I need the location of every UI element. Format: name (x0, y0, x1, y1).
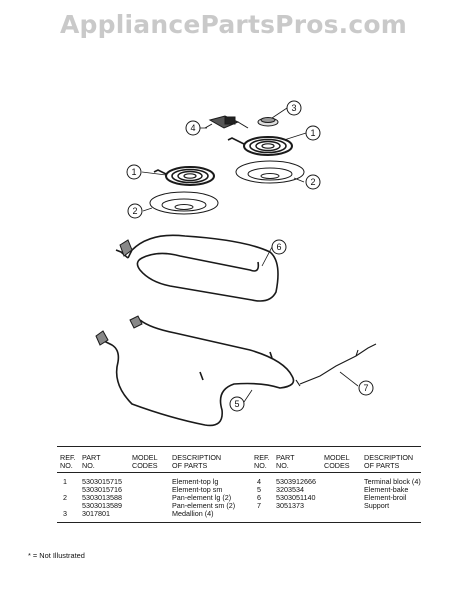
row-ref: 2 (63, 493, 67, 502)
header-partno-left: NO. (82, 461, 95, 470)
header-no-left: NO. (60, 461, 73, 470)
header-part-left: PART (82, 453, 101, 462)
watermark-text: AppliancePartsPros.com (59, 10, 408, 39)
row-description: Pan-element sm (2) (172, 501, 236, 510)
header-ofparts-right: OF PARTS (364, 461, 400, 470)
header-no-right: NO. (254, 461, 267, 470)
callout-5: 5 (234, 399, 239, 409)
row-part-number: 5303015716 (82, 485, 122, 494)
row-description: Medallion (4) (172, 509, 214, 518)
callout-6: 6 (276, 242, 281, 252)
header-ref-left: REF. (60, 453, 76, 462)
parts-diagram: 4 3 1 2 1 2 6 5 7 (95, 100, 377, 427)
header-model-right: MODEL (324, 453, 350, 462)
broil-element-illustration (115, 234, 279, 302)
header-description-right: DESCRIPTION (364, 453, 414, 462)
row-description: Pan-element lg (2) (172, 493, 232, 502)
row-description: Element-top sm (172, 485, 223, 494)
support-illustration (295, 343, 377, 387)
row-description: Support (364, 501, 390, 510)
row-part-number: 5303013589 (82, 501, 122, 510)
surface-element-left-illustration (153, 166, 215, 186)
callout-3: 3 (291, 103, 296, 113)
table-header-rule (57, 472, 421, 473)
terminal-block-illustration (204, 115, 249, 129)
header-codes-left: CODES (132, 461, 158, 470)
callout-1-right: 1 (310, 128, 315, 138)
callout-7: 7 (363, 383, 368, 393)
callout-2-left: 2 (132, 206, 137, 216)
header-ref-right: REF. (254, 453, 270, 462)
drip-pan-right-illustration (235, 160, 305, 184)
row-description: Element-top lg (172, 477, 219, 486)
drip-pan-left-illustration (149, 191, 219, 215)
header-description-left: DESCRIPTION (172, 453, 222, 462)
row-description: Element-broil (364, 493, 407, 502)
bake-element-illustration (95, 315, 295, 427)
callout-1-left: 1 (131, 167, 136, 177)
callout-2-right: 2 (310, 177, 315, 187)
row-ref: 6 (257, 493, 261, 502)
row-ref: 1 (63, 477, 67, 486)
table-bottom-rule (57, 522, 421, 523)
row-part-number: 3017801 (82, 509, 110, 518)
row-part-number: 5303013588 (82, 493, 122, 502)
row-ref: 5 (257, 485, 261, 494)
surface-element-large-illustration (227, 136, 293, 156)
footnote: * = Not Illustrated (28, 551, 85, 560)
row-ref: 7 (257, 501, 261, 510)
row-part-number: 3051373 (276, 501, 304, 510)
row-part-number: 5303912666 (276, 477, 316, 486)
header-model-left: MODEL (132, 453, 158, 462)
medallion-illustration (257, 117, 279, 127)
row-description: Element-bake (364, 485, 409, 494)
row-ref: 4 (257, 477, 261, 486)
row-part-number: 3203534 (276, 485, 304, 494)
row-part-number: 5303015715 (82, 477, 122, 486)
header-ofparts-left: OF PARTS (172, 461, 208, 470)
table-top-rule (57, 446, 421, 447)
row-description: Terminal block (4) (364, 477, 421, 486)
header-partno-right: NO. (276, 461, 289, 470)
header-part-right: PART (276, 453, 295, 462)
callout-4: 4 (190, 123, 195, 133)
header-codes-right: CODES (324, 461, 350, 470)
row-ref: 3 (63, 509, 67, 518)
row-part-number: 5303051140 (276, 493, 316, 502)
